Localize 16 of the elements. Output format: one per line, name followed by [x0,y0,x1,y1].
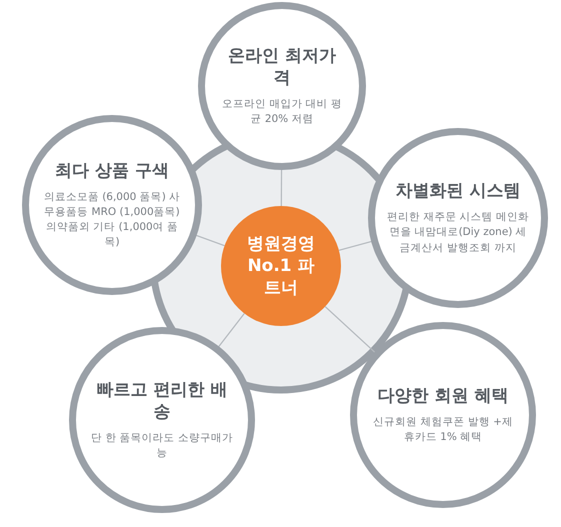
connector-line [324,306,376,354]
circle-description: 편리한 재주문 시스템 메인화면을 내맘대로(Diy zone) 세금계산서 발행조회 까지 [386,210,530,256]
connector-line [218,313,245,348]
circle-heading: 온라인 최저가격 [227,44,337,89]
connector-line [280,169,282,206]
circle-heading: 병원경영 No.1 파트너 [246,232,316,300]
circle-heading: 빠르고 편리한 배송 [96,378,228,423]
connector-line [196,234,225,246]
circle-description: 의료소모품 (6,000 품목) 사무용품등 MRO (1,000품목) 의약품외 기타 (1,000여 품목) [42,190,182,250]
connector-line [338,240,372,251]
circle-heading: 차별화된 시스템 [394,180,522,202]
circle-heading: 다양한 회원 혜택 [376,384,510,407]
circle-description: 오프라인 매입가 대비 평균 20% 저렴 [220,96,343,128]
circle-description: 신규회원 체험쿠폰 발행 +제휴카드 1% 혜택 [372,414,514,446]
circle-heading: 최다 상품 구색 [54,160,170,182]
circle-description: 단 한 품목이라도 소량구매가능 [90,430,234,462]
